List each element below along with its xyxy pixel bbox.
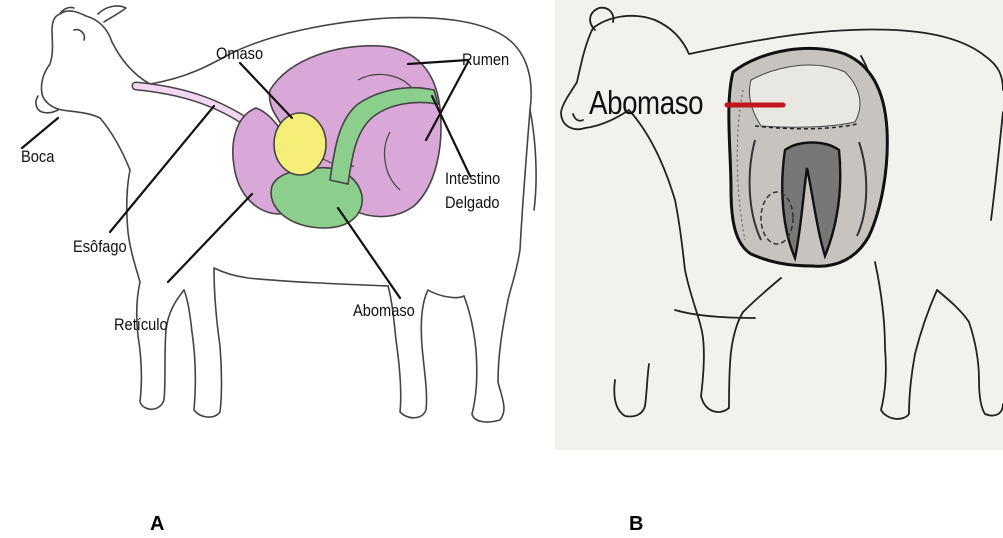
cow-abomasum-illustration [555,0,1003,450]
label-delgado: Delgado [445,194,499,211]
omasum-shape [274,113,326,175]
caption-b: B [629,513,643,536]
label-intestino: Intestino [445,170,500,187]
panel-b-diagram: Abomaso [555,0,1003,450]
cow-digestive-illustration [8,0,540,432]
label-abomaso: Abomaso [353,302,415,319]
label-rumen: Rumen [462,51,509,68]
label-reticulo: Retículo [114,316,168,333]
label-omaso: Omaso [216,45,263,62]
label-boca: Boca [21,148,54,165]
caption-a: A [150,513,164,536]
stomach-organs [233,46,441,228]
label-abomaso-b: Abomaso [589,86,703,119]
label-esofago: Esôfago [73,238,127,255]
stomach-shading [729,48,887,266]
panel-a-diagram: Omaso Rumen Boca Intestino Delgado Esôfa… [8,0,540,432]
